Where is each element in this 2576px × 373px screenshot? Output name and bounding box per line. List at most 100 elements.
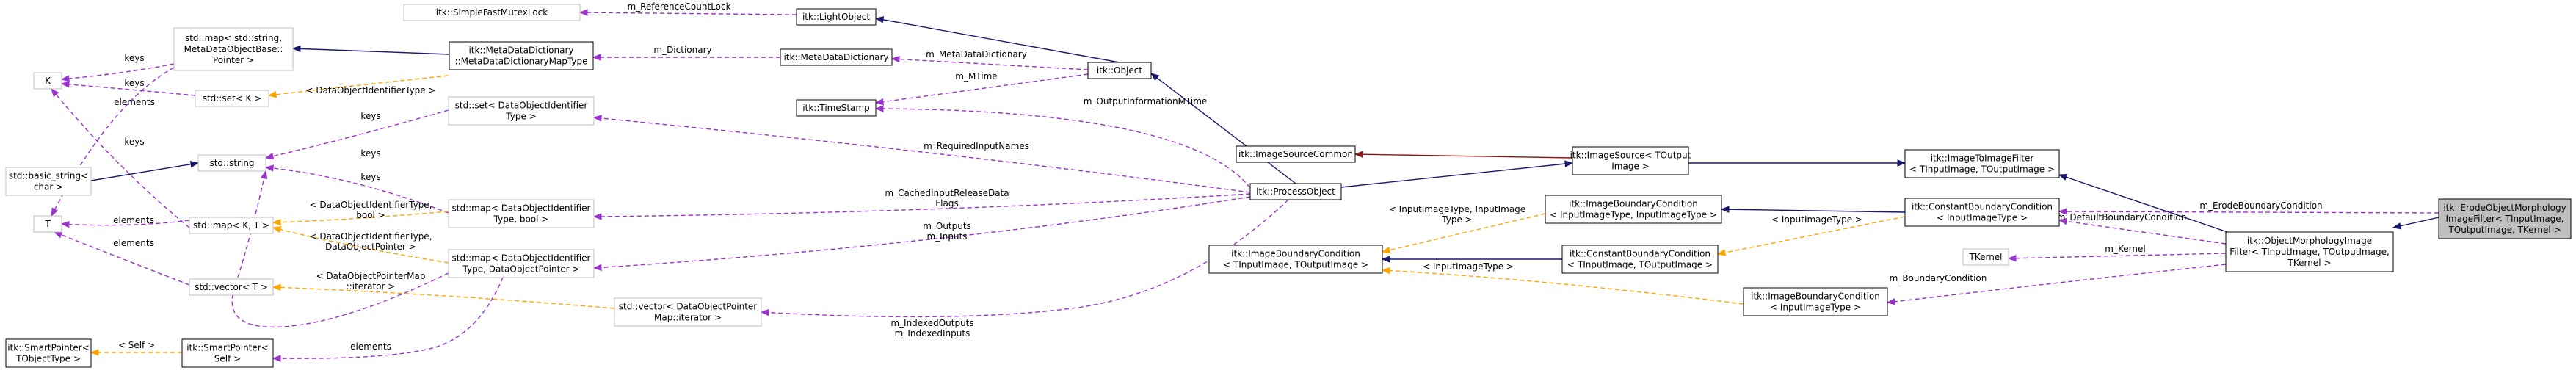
node-box [1545,195,1722,224]
edge-label-keys: keys [360,172,380,182]
node-box [33,72,62,90]
edge-label-dictionary: m_Dictionary [653,45,711,55]
edge-tpl-39 [1718,216,1906,254]
node-box [1904,149,2060,178]
node-label: itk::SimpleFastMutexLock [436,7,548,18]
node-stdSetK: std::set< K > [195,90,269,107]
edge-label-requiredInputNames: m_RequiredInputNames [924,141,1029,151]
node-metaDict[interactable]: itk::MetaDataDictionary [780,48,893,66]
node-smartPtrTObj[interactable]: itk::SmartPointer<TObjectType > [5,338,92,368]
node-cbcInputImage[interactable]: itk::ConstantBoundaryCondition< InputIma… [1904,198,2060,227]
edge-label-keys: keys [360,111,380,121]
edge-label-defaultBoundary: m_DefaultBoundaryCondition [2057,212,2187,222]
node-box [1208,245,1383,274]
edge-inh-8 [1721,209,1906,212]
edge-inh-7 [293,48,450,55]
node-fastMutex: itk::SimpleFastMutexLock [403,4,581,21]
node-box [1572,146,1689,175]
edge-label-tplInputImageType: < InputImageType > [1423,261,1514,272]
node-label: itk::ConstantBoundaryCondition< InputIma… [1912,202,2053,223]
node-box [197,154,266,172]
edge-label-refCountLock: m_ReferenceCountLock [627,1,730,12]
node-processObject[interactable]: itk::ProcessObject [1249,183,1342,200]
node-label: std::map< K, T > [193,220,269,231]
node-T: T [33,215,62,233]
node-label: itk::Object [1097,65,1142,76]
node-ibcInIn[interactable]: itk::ImageBoundaryCondition< InputImageT… [1545,195,1722,224]
edge-labels-layer: m_ReferenceCountLock m_Dictionary m_MetaDa… [113,1,2323,352]
edge-use-16 [594,117,1251,193]
node-box [1249,183,1342,200]
edge-use-18 [594,196,1251,268]
edge-use-21 [2059,220,2227,245]
node-box [796,8,877,26]
node-box [449,41,594,70]
node-label: itk::ImageBoundaryCondition< TInputImage… [1223,249,1368,270]
node-cbcInOut[interactable]: itk::ConstantBoundaryCondition< TInputIm… [1561,245,1719,274]
node-box [195,90,269,107]
edge-label-elements: elements [350,341,391,352]
node-lightObject[interactable]: itk::LightObject [796,8,877,26]
edge-tpl-36 [273,228,449,264]
node-box [1962,248,2009,266]
edge-use-32 [231,171,449,328]
edge-use-26 [62,220,190,225]
edge-use-30 [266,109,449,158]
node-box [1236,145,1356,163]
node-label: itk::SmartPointer<TObjectType > [7,343,90,364]
edge-label-keys: keys [124,53,144,63]
node-box [33,215,62,233]
node-box [448,199,595,228]
edge-use-28 [51,89,190,228]
edge-use-19 [761,199,1289,318]
edge-use-15 [876,109,1251,189]
node-box [2438,198,2572,239]
node-box [5,338,92,368]
edge-label-metaDataDictionary: m_MetaDataDictionary [926,49,1027,59]
node-timeStamp[interactable]: itk::TimeStamp [796,99,877,117]
node-ibcInOut[interactable]: itk::ImageBoundaryCondition< TInputImage… [1208,245,1383,274]
node-label: itk::ImageBoundaryCondition< InputImageT… [1550,199,1717,220]
edge-label-outputInfoMTime: m_OutputInformationMTime [1084,96,1208,106]
node-box [796,99,877,117]
node-imageToImageFilter[interactable]: itk::ImageToImageFilter< TInputImage, TO… [1904,149,2060,178]
node-label: itk::LightObject [802,12,870,22]
edge-label-tplDOIPtr: < DataObjectIdentifierType,DataObjectPoi… [309,231,432,252]
node-stdMapKT: std::map< K, T > [189,217,274,234]
node-label: std::basic_string<char > [9,171,88,192]
edge-label-elements: elements [113,215,154,225]
node-box [189,278,274,296]
edges-layer [51,12,2439,358]
node-label: itk::TimeStamp [802,103,869,113]
node-box [189,217,274,234]
edge-use-13 [892,59,1089,70]
node-stdMap1: std::map< std::string,MetaDataObjectBase… [173,27,294,71]
edge-use-20 [2059,211,2439,213]
node-itkObject[interactable]: itk::Object [1087,62,1152,79]
node-smartPtrSelf[interactable]: itk::SmartPointer<Self > [181,338,274,368]
edge-label-boundary: m_BoundaryCondition [1890,273,1987,283]
node-metaDictMap[interactable]: itk::MetaDataDictionary::MetaDataDiction… [449,41,594,70]
node-box [448,249,595,278]
node-label: itk::SmartPointer<Self > [186,343,269,364]
node-box [181,338,274,368]
node-label: std::vector< T > [195,282,268,292]
node-imageSourceCommon[interactable]: itk::ImageSourceCommon [1236,145,1356,163]
edge-inh-0 [876,18,1120,63]
node-ibcInputImage[interactable]: itk::ImageBoundaryCondition< InputImageT… [1743,287,1888,316]
edge-label-mTime: m_MTime [955,71,997,82]
node-label: itk::ProcessObject [1256,186,1335,197]
edge-label-tplSelf: < Self > [118,340,155,350]
